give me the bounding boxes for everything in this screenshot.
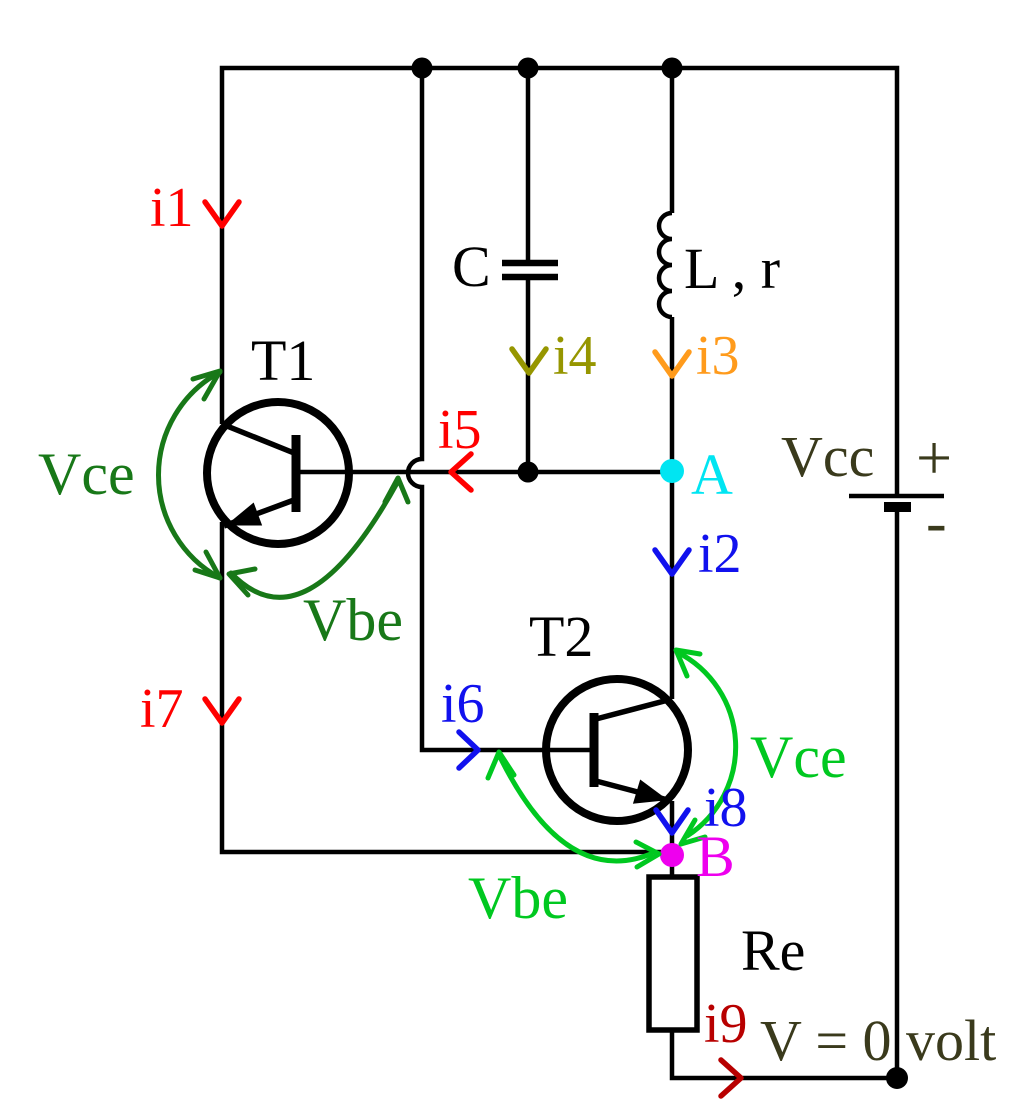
battery-minus-label: - xyxy=(926,489,947,557)
junction-dot-ground xyxy=(886,1067,908,1089)
i8-arrow xyxy=(653,807,691,836)
t2-vbe-arc xyxy=(497,754,654,864)
node-b-label: B xyxy=(696,824,735,889)
t1-vce-arc xyxy=(155,369,223,581)
resistor-bottom-wire xyxy=(669,1030,897,1081)
t1-vce-label: Vce xyxy=(38,441,135,507)
inductor-coil xyxy=(656,210,673,320)
i6-arrow xyxy=(456,729,481,771)
i1-label: i1 xyxy=(150,177,194,239)
i5-label: i5 xyxy=(438,399,482,461)
wires xyxy=(219,65,900,1081)
i9-arrow xyxy=(718,1057,744,1099)
i8-label: i8 xyxy=(704,777,748,839)
t2-vbe-arrow-right xyxy=(633,839,662,870)
node-b-dot xyxy=(660,843,684,867)
t2-vce-label: Vce xyxy=(750,724,847,790)
t1-vce-arrow-bottom xyxy=(192,549,223,581)
i6-label: i6 xyxy=(441,673,485,735)
transistor-t2-symbol xyxy=(589,696,673,804)
node-a-label: A xyxy=(691,442,733,507)
i2-label: i2 xyxy=(698,523,742,585)
t1-voltage-arcs xyxy=(155,368,411,600)
t1-vbe-arc xyxy=(228,480,400,600)
i2-arrow xyxy=(652,547,692,577)
inductor-label: L , r xyxy=(684,236,781,301)
i3-label: i3 xyxy=(696,325,740,387)
junction-dot-top-3 xyxy=(661,57,683,79)
node-a-dot xyxy=(660,459,684,483)
capacitor-symbol xyxy=(502,259,558,281)
t2-voltage-arcs xyxy=(485,647,739,870)
outer-loop-wire xyxy=(219,65,900,494)
battery-vcc-symbol xyxy=(849,493,944,512)
t2-vce-arrow-bottom xyxy=(678,817,708,847)
junction-dots xyxy=(411,57,908,1089)
current-arrows xyxy=(202,199,744,1099)
i7-label: i7 xyxy=(140,678,184,740)
t2-emitter-arrow xyxy=(632,779,669,804)
vcc-label: Vcc xyxy=(781,424,875,489)
ground-voltage-label: V = 0 volt xyxy=(760,1008,997,1073)
junction-dot-top-1 xyxy=(411,57,433,79)
t1-vbe-label: Vbe xyxy=(303,587,403,653)
t1-vbe-arrow-left xyxy=(226,566,258,598)
t2-vbe-label: Vbe xyxy=(468,865,568,931)
i5-arrow xyxy=(448,451,474,493)
junction-dot-top-2 xyxy=(517,57,539,79)
t2-vbe-arrow-left xyxy=(485,749,517,781)
t2-vce-arrow-top xyxy=(673,647,703,679)
t1-vce-arrow-top xyxy=(190,368,223,402)
t1-label: T1 xyxy=(251,328,316,393)
t1-vbe-arrow-right xyxy=(382,475,411,505)
i9-label: i9 xyxy=(704,993,748,1055)
mid-vertical-wire-with-hop xyxy=(405,68,592,753)
battery-plus-label: + xyxy=(916,422,953,493)
i3-arrow xyxy=(652,349,692,379)
junction-dot-cap-base xyxy=(517,461,539,483)
capacitor-label: C xyxy=(452,234,491,299)
t1-emitter-arrow xyxy=(225,502,263,526)
left-lower-wire xyxy=(219,522,668,855)
t2-collector-lead xyxy=(595,696,673,722)
t1-collector-lead xyxy=(220,421,296,456)
transistor-t1-symbol xyxy=(220,421,301,529)
resistor-re-symbol xyxy=(646,874,700,1033)
i4-label: i4 xyxy=(553,325,597,387)
t2-vce-arc xyxy=(674,649,739,839)
i1-arrow xyxy=(202,199,242,229)
resistor-label: Re xyxy=(741,918,806,983)
i4-arrow xyxy=(509,346,549,376)
i7-arrow xyxy=(202,696,242,726)
t2-label: T2 xyxy=(529,604,594,669)
